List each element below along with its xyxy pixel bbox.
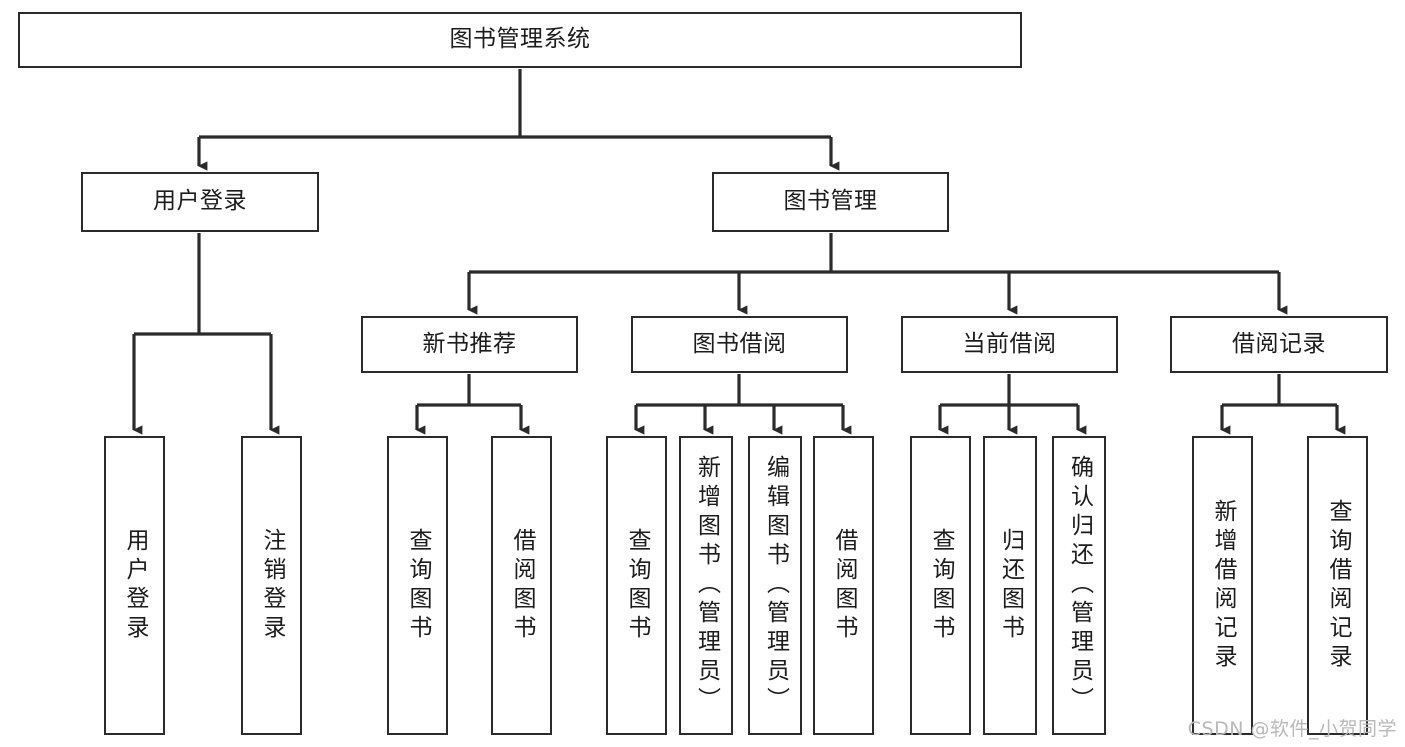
node-label: 借阅记录 <box>1232 330 1326 357</box>
node-book-management[interactable]: 图书管理 <box>712 172 949 232</box>
node-label: 新增图书（管理员） <box>693 455 720 716</box>
node-label: 新书推荐 <box>422 330 517 357</box>
node-label: 图书借阅 <box>692 330 787 357</box>
node-leaf-edit-book-admin[interactable]: 编辑图书（管理员） <box>748 436 802 735</box>
node-label: 图书管理系统 <box>449 26 591 53</box>
node-leaf-add-book-admin[interactable]: 新增图书（管理员） <box>679 436 733 735</box>
node-leaf-query-book-borrow[interactable]: 查询图书 <box>606 436 667 735</box>
node-leaf-borrow-book-recommend[interactable]: 借阅图书 <box>491 436 552 735</box>
node-leaf-return-book[interactable]: 归还图书 <box>983 436 1037 735</box>
node-label: 当前借阅 <box>962 330 1057 357</box>
node-leaf-borrow-book[interactable]: 借阅图书 <box>813 436 874 735</box>
node-label: 图书管理 <box>783 188 878 215</box>
node-label: 归还图书 <box>997 527 1024 644</box>
node-current-borrow[interactable]: 当前借阅 <box>901 316 1118 373</box>
node-book-borrow[interactable]: 图书借阅 <box>631 316 848 373</box>
node-borrow-record[interactable]: 借阅记录 <box>1170 316 1388 373</box>
node-leaf-query-borrow-record[interactable]: 查询借阅记录 <box>1307 436 1368 735</box>
node-label: 新增借阅记录 <box>1210 498 1236 673</box>
node-leaf-confirm-return-admin[interactable]: 确认归还（管理员） <box>1052 436 1106 735</box>
node-leaf-query-book-recommend[interactable]: 查询图书 <box>387 436 448 735</box>
node-label: 用户登录 <box>153 188 247 215</box>
node-leaf-logout-login[interactable]: 注销登录 <box>241 436 302 735</box>
node-leaf-add-borrow-record[interactable]: 新增借阅记录 <box>1192 436 1253 735</box>
node-label: 查询图书 <box>928 527 954 644</box>
node-label: 查询图书 <box>624 527 650 644</box>
node-label: 编辑图书（管理员） <box>762 455 789 716</box>
node-label: 注销登录 <box>259 527 285 644</box>
node-leaf-user-login[interactable]: 用户登录 <box>104 436 165 735</box>
node-label: 查询借阅记录 <box>1325 498 1351 673</box>
node-leaf-query-book-current[interactable]: 查询图书 <box>910 436 971 735</box>
node-label: 用户登录 <box>122 527 148 644</box>
node-label: 借阅图书 <box>509 527 535 644</box>
node-label: 查询图书 <box>405 527 431 644</box>
node-label: 借阅图书 <box>831 527 857 644</box>
node-new-book-recommend[interactable]: 新书推荐 <box>361 316 578 373</box>
node-user-login[interactable]: 用户登录 <box>81 172 319 232</box>
csdn-watermark: CSDN @软件_小贺同学 <box>1187 718 1397 740</box>
node-label: 确认归还（管理员） <box>1066 455 1093 716</box>
node-root-book-management-system[interactable]: 图书管理系统 <box>18 12 1022 68</box>
